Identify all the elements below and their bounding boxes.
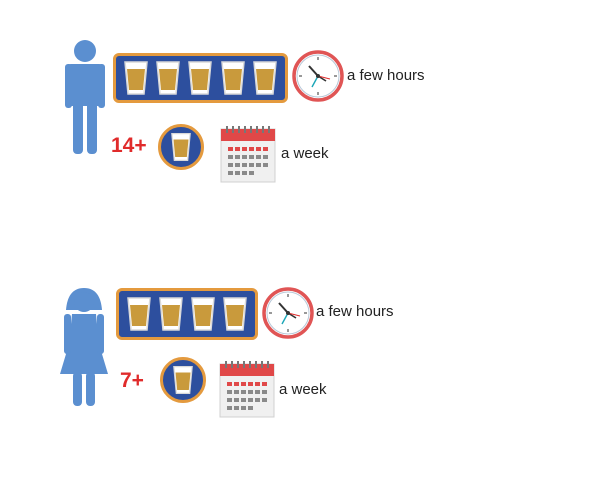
men-weekly-glass <box>158 124 204 170</box>
men-weekly-period: a week <box>281 145 329 162</box>
beer-glass-icon <box>127 297 151 331</box>
beer-glass-icon <box>156 61 181 95</box>
male-figure-icon <box>65 40 105 154</box>
beer-glass-icon <box>171 133 191 161</box>
calendar-icon <box>220 126 276 183</box>
beer-glass-icon <box>159 297 183 331</box>
beer-glass-icon <box>188 61 213 95</box>
clock-icon <box>262 287 314 339</box>
men-glass-tray <box>113 53 288 103</box>
female-figure-icon <box>60 288 108 406</box>
beer-glass-icon <box>124 61 148 95</box>
beer-glass-icon <box>173 366 193 394</box>
women-weekly-period: a week <box>279 381 327 398</box>
calendar-icon <box>219 361 275 418</box>
women-session-period: a few hours <box>316 303 394 320</box>
women-weekly-count: 7+ <box>120 369 144 392</box>
beer-glass-icon <box>253 61 277 95</box>
men-session-period: a few hours <box>347 67 425 84</box>
women-glass-tray <box>116 288 258 340</box>
beer-glass-icon <box>223 297 247 331</box>
women-weekly-glass <box>160 357 206 403</box>
men-weekly-count: 14+ <box>111 134 147 157</box>
clock-icon <box>292 50 344 102</box>
beer-glass-icon <box>220 61 245 95</box>
beer-glass-icon <box>191 297 215 331</box>
